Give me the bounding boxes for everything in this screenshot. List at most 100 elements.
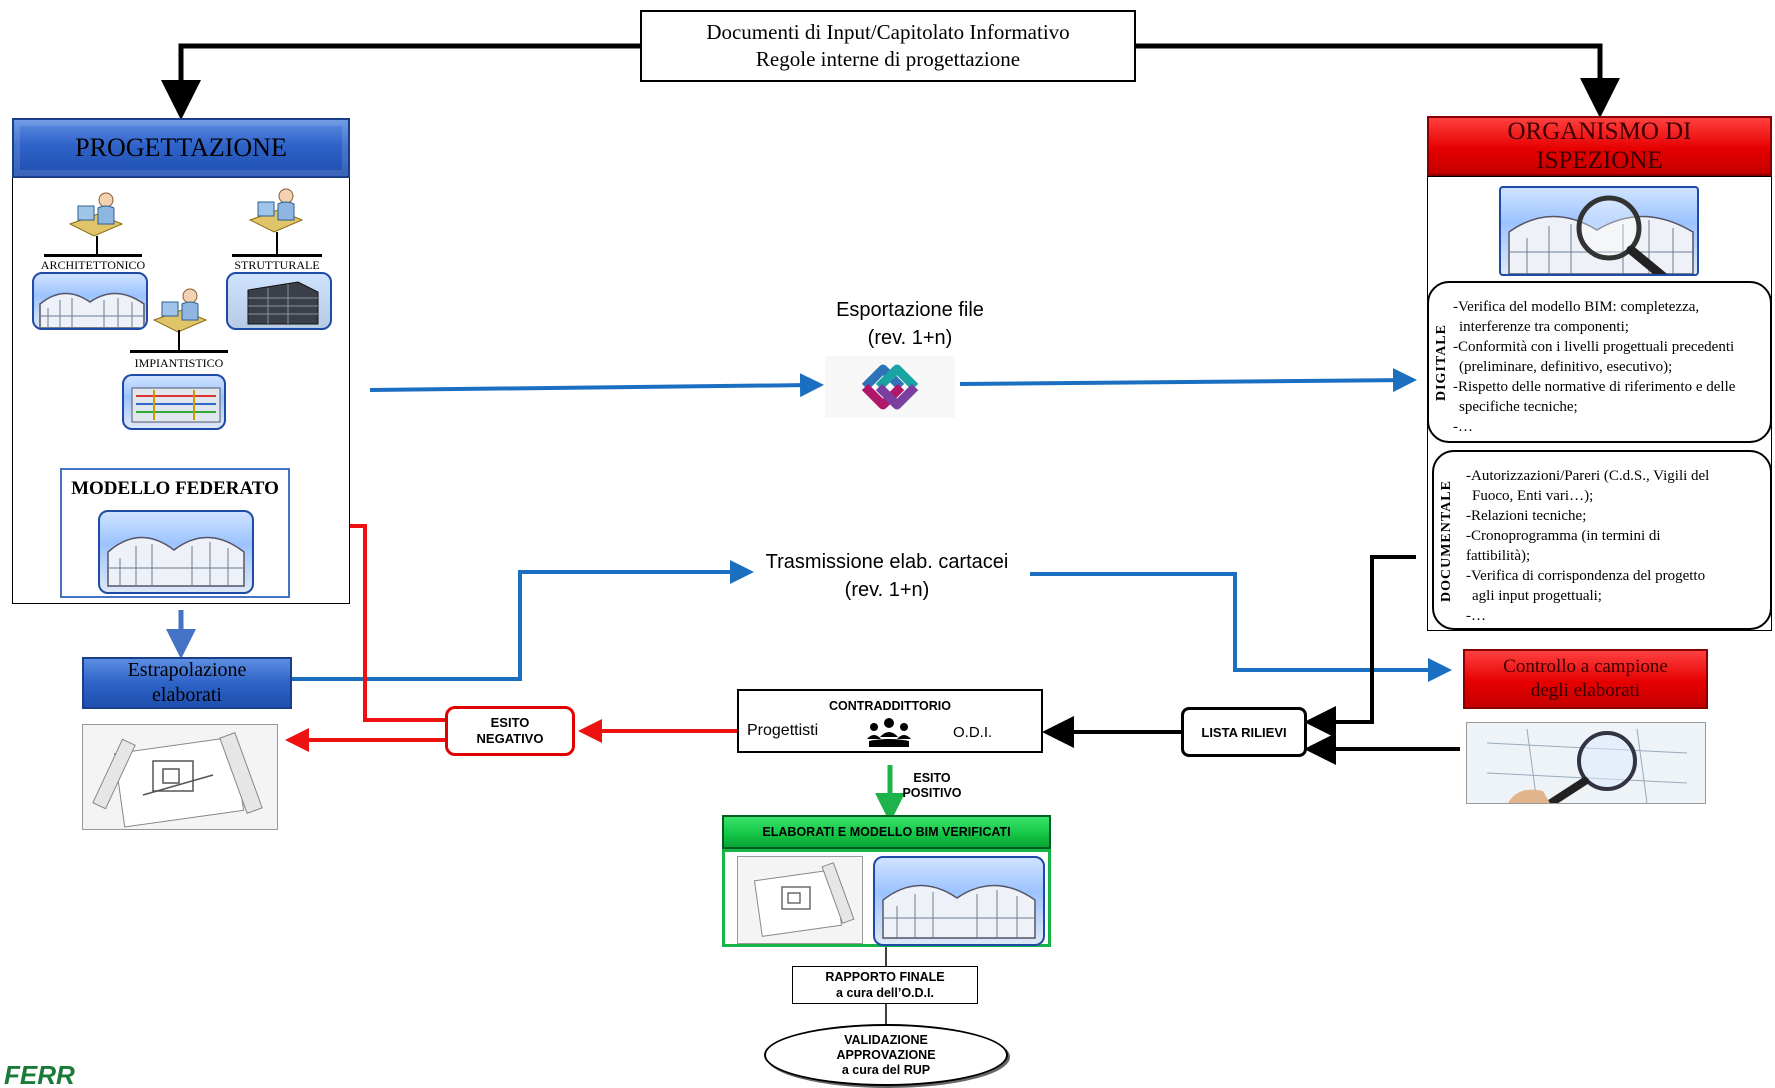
drawings-sketch-image xyxy=(83,725,277,829)
documentale-checklist: -Autorizzazioni/Pareri (C.d.S., Vigili d… xyxy=(1466,466,1766,626)
checklist-item: agli input progettuali; xyxy=(1472,588,1602,604)
verified-model-thumbnail xyxy=(873,856,1045,946)
esportazione-line2: (rev. 1+n) xyxy=(867,327,953,349)
checklist-item: -Verifica del modello BIM: completezza, xyxy=(1453,299,1700,315)
documentale-box: DOCUMENTALE -Autorizzazioni/Pareri (C.d.… xyxy=(1432,450,1772,630)
verificati-header: ELABORATI E MODELLO BIM VERIFICATI xyxy=(722,815,1051,849)
controllo-campione-box: Controllo a campione degli elaborati xyxy=(1463,649,1708,709)
building-render-image xyxy=(107,536,245,587)
esito-positivo-label: ESITO POSITIVO xyxy=(892,771,972,801)
esportazione-line1: Esportazione file xyxy=(836,299,984,321)
checklist-item: -Conformità con i livelli progettuali pr… xyxy=(1453,339,1735,355)
input-documents-box: Documenti di Input/Capitolato Informativ… xyxy=(640,10,1136,82)
odi-title-line2: ISPEZIONE xyxy=(1536,147,1663,174)
stem-line xyxy=(276,232,278,254)
verificati-panel xyxy=(722,849,1051,947)
trasmissione-arrow-left xyxy=(292,560,754,681)
estrapolazione-line1: Estrapolazione xyxy=(127,659,247,681)
structural-model-thumbnail xyxy=(226,272,332,330)
odi-title-line1: ORGANISMO DI xyxy=(1507,118,1692,145)
logo-text: FERR xyxy=(4,1060,75,1088)
trasmissione-label: Trasmissione elab. cartacei (rev. 1+n) xyxy=(742,548,1032,604)
drawings-thumbnail xyxy=(82,724,278,830)
designer-workstation-icon xyxy=(68,192,124,237)
esito-negativo-line2: NEGATIVO xyxy=(476,731,544,746)
progettisti-label: Progettisti xyxy=(747,722,819,739)
validazione-line3: a cura del RUP xyxy=(841,1062,931,1077)
controllo-line1: Controllo a campione xyxy=(1503,656,1668,677)
validazione-line2: APPROVAZIONE xyxy=(836,1047,936,1062)
odi-label: O.D.I. xyxy=(953,724,993,741)
impiantistico-label: IMPIANTISTICO xyxy=(134,356,224,370)
digitale-box: DIGITALE -Verifica del modello BIM: comp… xyxy=(1427,281,1772,443)
export-arrow-left xyxy=(369,373,824,398)
checklist-item: -Cronoprogramma (in termini di xyxy=(1466,528,1661,544)
contraddittorio-box: CONTRADDITTORIO Progettisti O.D.I. xyxy=(737,689,1043,753)
progettazione-header: PROGETTAZIONE xyxy=(12,118,350,178)
checklist-item: specifiche tecniche; xyxy=(1459,399,1578,415)
drawings-sketch-image xyxy=(738,857,862,943)
mep-model-thumbnail xyxy=(122,374,226,430)
rapporto-finale-box: RAPPORTO FINALE a cura dell’O.D.I. xyxy=(792,966,978,1004)
strutturale-label: STRUTTURALE xyxy=(234,258,320,272)
input-documents-line1: Documenti di Input/Capitolato Informativ… xyxy=(706,20,1070,44)
rapporto-line2: a cura dell’O.D.I. xyxy=(836,986,934,1000)
people-group-icon xyxy=(867,718,911,747)
controllo-line2: degli elaborati xyxy=(1530,680,1641,701)
trasmissione-arrow-right xyxy=(1030,572,1452,682)
validazione-line1: VALIDAZIONE xyxy=(844,1032,928,1047)
trasmissione-line2: (rev. 1+n) xyxy=(844,579,930,601)
label-bar xyxy=(232,254,322,257)
checklist-item: -… xyxy=(1453,419,1473,435)
esito-negativo-line1: ESITO xyxy=(490,715,530,730)
checklist-item: -Verifica di corrispondenza del progetto xyxy=(1466,568,1706,584)
esportazione-label: Esportazione file (rev. 1+n) xyxy=(760,296,1060,352)
structure-render-image xyxy=(247,281,319,325)
esito-positivo-line2: POSITIVO xyxy=(902,786,962,800)
ifc-logo-icon xyxy=(825,356,955,418)
stem-line xyxy=(96,236,98,254)
odi-header: ORGANISMO DI ISPEZIONE xyxy=(1427,116,1772,176)
odi-to-lista-arrow xyxy=(1304,555,1416,738)
checklist-item: Fuoco, Enti vari…); xyxy=(1472,488,1594,504)
label-bar xyxy=(130,350,228,353)
rapporto-line1: RAPPORTO FINALE xyxy=(825,970,945,984)
estrapolazione-line2: elaborati xyxy=(152,684,222,706)
input-to-progettazione-arrow xyxy=(161,43,640,120)
digitale-checklist: -Verifica del modello BIM: completezza, … xyxy=(1453,297,1765,437)
building-render-image xyxy=(882,884,1036,939)
company-logo: FERR xyxy=(4,1060,75,1088)
modello-federato-label: MODELLO FEDERATO xyxy=(71,478,279,499)
validazione-ellipse: VALIDAZIONE APPROVAZIONE a cura del RUP xyxy=(764,1024,1008,1086)
contraddittorio-title: CONTRADDITTORIO xyxy=(829,699,951,713)
label-bar xyxy=(44,254,142,257)
trasmissione-line1: Trasmissione elab. cartacei xyxy=(765,551,1009,573)
magnifier-drawing-image xyxy=(1467,723,1705,803)
checklist-item: -… xyxy=(1466,608,1486,624)
controllo-thumbnail xyxy=(1466,722,1706,804)
architettonico-label: ARCHITETTONICO xyxy=(40,258,146,272)
documentale-label: DOCUMENTALE xyxy=(1439,480,1454,602)
inspection-model-thumbnail xyxy=(1499,186,1699,276)
checklist-item: -Relazioni tecniche; xyxy=(1466,508,1587,524)
checklist-item: fattibilità); xyxy=(1466,548,1531,564)
federated-model-thumbnail xyxy=(98,510,254,594)
checklist-item: (preliminare, definitivo, esecutivo); xyxy=(1459,359,1673,375)
designer-workstation-icon xyxy=(152,288,208,333)
checklist-item: -Autorizzazioni/Pareri (C.d.S., Vigili d… xyxy=(1466,468,1710,484)
mep-render-image xyxy=(131,387,221,423)
digitale-label: DIGITALE xyxy=(1434,324,1449,402)
magnified-building-image xyxy=(1508,195,1694,274)
checklist-item: -Rispetto delle normative di riferimento… xyxy=(1453,379,1736,395)
checklist-item: interferenze tra componenti; xyxy=(1459,319,1629,335)
stem-line xyxy=(178,330,180,350)
lista-rilievi-box: LISTA RILIEVI xyxy=(1181,707,1307,757)
designer-workstation-icon xyxy=(248,188,304,233)
input-to-odi-arrow xyxy=(1136,43,1620,118)
input-documents-line2: Regole interne di progettazione xyxy=(755,47,1021,71)
architectural-model-thumbnail xyxy=(32,272,148,330)
modello-federato-box: MODELLO FEDERATO xyxy=(60,468,290,598)
esito-negativo-box: ESITO NEGATIVO xyxy=(445,706,575,756)
esito-positivo-line1: ESITO xyxy=(913,771,951,785)
